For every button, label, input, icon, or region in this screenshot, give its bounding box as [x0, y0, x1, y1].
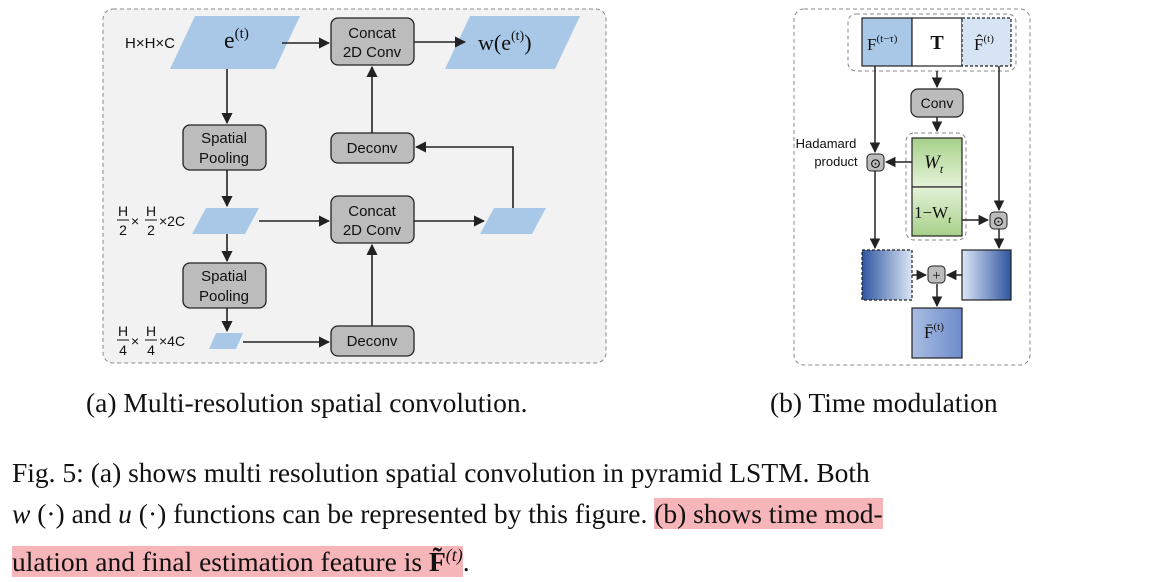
svg-text:H: H: [146, 203, 156, 219]
f-hat-box: [961, 17, 1012, 67]
panel-a-caption: (a) Multi-resolution spatial convolution…: [86, 387, 528, 418]
spatial-label-1: Spatial: [201, 130, 247, 147]
modulated-hat-box: [961, 249, 1012, 301]
input-feature-label: e(t): [224, 26, 249, 54]
hadamard-label: Hadamard: [796, 136, 857, 151]
one-minus-wt-label: 1−Wt: [914, 203, 952, 226]
wt-box: [911, 137, 963, 188]
svg-text:×2C: ×2C: [159, 213, 185, 229]
plus-op: [927, 265, 946, 284]
concat-label-mid: Concat: [348, 203, 396, 220]
conv-label-mid: 2D Conv: [343, 222, 402, 239]
one-minus-wt-box: [911, 186, 963, 237]
label-top-dims: H×H×C: [125, 35, 175, 52]
upsampled-feature-shape: [480, 208, 546, 234]
input-feature-shape: [170, 16, 300, 69]
label-mid-dims: H 2 × H 2 ×2C: [117, 203, 185, 238]
figure-caption-line1: Fig. 5: (a) shows multi resolution spati…: [12, 457, 870, 488]
panel-a: H×H×C e(t) w(e(t)) Concat 2D Conv Concat…: [102, 8, 607, 364]
deconv-label-1: Deconv: [347, 140, 398, 157]
concat-label-top: Concat: [348, 25, 396, 42]
svg-text:2: 2: [119, 222, 127, 238]
product-label: product: [814, 154, 858, 169]
panel-b-arrows: [869, 66, 1005, 308]
f-out-box: [911, 307, 963, 359]
figure-caption-line2: w (·) and u (·) functions can be represe…: [12, 498, 883, 529]
f-hat-label: F̂(t): [974, 33, 994, 54]
spatial-pooling-box-1: [182, 124, 267, 171]
quarter-res-feature-shape: [209, 333, 243, 349]
f-prev-box: [861, 17, 913, 67]
f-tilde-symbol: F̃: [428, 546, 446, 578]
half-res-feature-shape: [192, 208, 259, 234]
plus-icon: +: [932, 268, 940, 284]
svg-text:×: ×: [131, 213, 139, 229]
u-symbol: u: [118, 498, 132, 529]
pooling-label-2: Pooling: [199, 288, 249, 305]
highlighted-text-1: (b) shows time mod-: [654, 498, 883, 529]
pooling-label-1: Pooling: [199, 150, 249, 167]
spatial-label-2: Spatial: [201, 268, 247, 285]
svg-text:2: 2: [147, 222, 155, 238]
f-out-label: F̄(t): [924, 321, 944, 342]
label-bot-dims: H 4 × H 4 ×4C: [117, 323, 185, 358]
panel-b-caption: (b) Time modulation: [770, 387, 998, 418]
panel-b: F(t−τ) T F̂(t) Conv Hadamard product ⊙ ⊙…: [793, 8, 1031, 366]
output-feature-shape: [445, 16, 580, 69]
weight-group-frame: [905, 132, 967, 241]
odot-icon-right: ⊙: [993, 215, 1005, 230]
svg-text:4: 4: [147, 342, 155, 358]
svg-text:×4C: ×4C: [159, 333, 185, 349]
output-feature-label: w(e(t)): [478, 29, 532, 55]
w-symbol: w: [12, 498, 31, 529]
figure-caption-line3: ulation and final estimation feature is …: [12, 545, 470, 578]
spatial-pooling-box-2: [182, 262, 267, 309]
svg-text:H: H: [118, 203, 128, 219]
svg-text:H: H: [118, 323, 128, 339]
odot-icon: ⊙: [870, 157, 882, 172]
conv-label-top: 2D Conv: [343, 44, 402, 61]
conv-label: Conv: [921, 95, 954, 111]
svg-text:4: 4: [119, 342, 127, 358]
highlighted-text-2: ulation and final estimation feature is …: [12, 545, 463, 578]
panel-a-arrows: [221, 36, 514, 348]
t-box: [911, 17, 963, 67]
deconv-label-2: Deconv: [347, 333, 398, 350]
f-prev-label: F(t−τ): [867, 33, 898, 54]
concat-conv-box-mid: [330, 195, 415, 244]
svg-text:H: H: [146, 323, 156, 339]
svg-text:×: ×: [131, 333, 139, 349]
wt-label: Wt: [924, 152, 944, 176]
t-label: T: [930, 32, 944, 54]
modulated-prev-box: [861, 249, 913, 301]
input-group-frame: [847, 13, 1017, 72]
